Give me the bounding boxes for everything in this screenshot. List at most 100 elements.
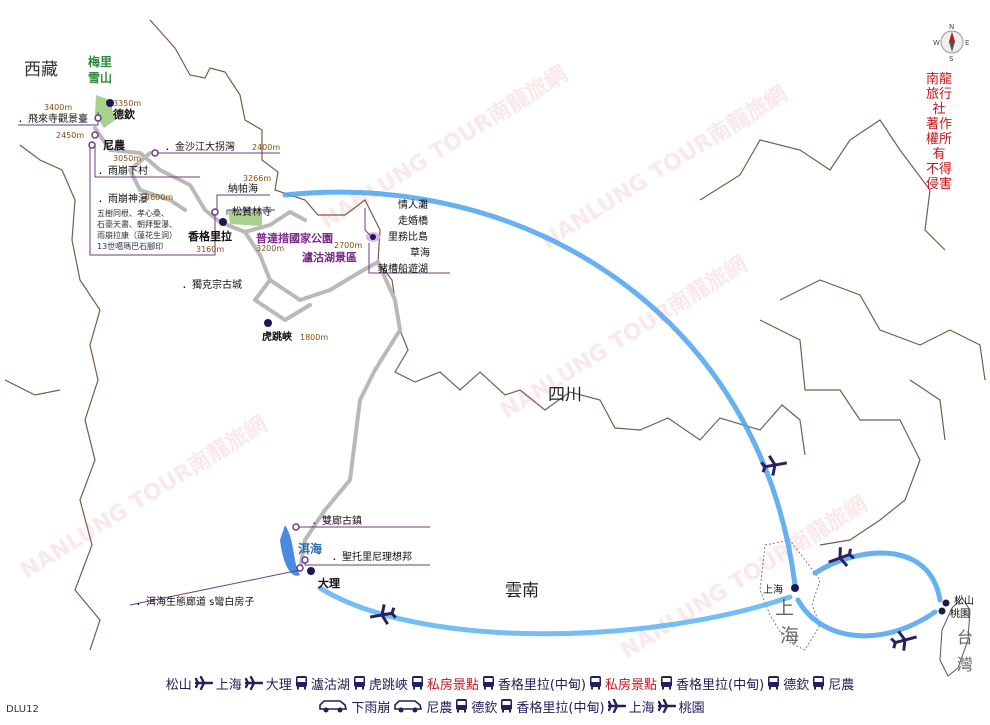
- airplane-icon: [890, 630, 917, 651]
- shanghai-dot: [791, 584, 799, 592]
- santorini-dot: [301, 556, 309, 564]
- erhai-corridor-label: ．洱海生態廊道 s彎白房子: [136, 595, 254, 608]
- bus-icon: [295, 675, 308, 697]
- itinerary-stop: 上海: [215, 678, 242, 693]
- alt-tiger-leaping: 1800m: [300, 333, 328, 342]
- dali-dot: [307, 567, 315, 575]
- itinerary-stop: 私房景點: [426, 678, 479, 693]
- itinerary-stop: 香格里拉(中甸): [516, 701, 605, 716]
- region-sichuan: 四川: [548, 385, 582, 405]
- feilai-dot: [94, 114, 102, 122]
- itinerary-stop: 桃園: [678, 701, 705, 716]
- meili-label-2: 雪山: [88, 70, 112, 85]
- lugu-item-2: 走婚橋: [398, 214, 428, 227]
- bus-icon: [589, 675, 602, 697]
- yubeng-dot: [88, 141, 96, 149]
- alt-deqin: 3350m: [113, 99, 141, 108]
- lugu-item-4: 草海: [410, 246, 430, 259]
- airplane-icon: [194, 675, 213, 697]
- bus-icon: [660, 675, 673, 697]
- itinerary-stop: 松山: [165, 678, 192, 693]
- airplane-icon: [657, 698, 676, 720]
- alt-jinsha: 2400m: [252, 143, 280, 152]
- bus-icon: [455, 698, 468, 720]
- bus-icon: [482, 675, 495, 697]
- itinerary-stop: 尼農: [426, 701, 453, 716]
- alt-napahai: 3266m: [243, 174, 271, 183]
- alt-pudacuo: 3200m: [256, 244, 284, 253]
- itinerary-stop: 下雨崩: [351, 701, 391, 716]
- luguhu-label: 瀘沽湖景區: [302, 250, 357, 264]
- lugu-dot: [370, 234, 376, 240]
- yubeng-detail-2: 石豪天書、朝拜聖瀑、: [97, 219, 177, 229]
- compass-n: N: [949, 23, 954, 31]
- songzanlin-dot: [211, 208, 219, 216]
- alt-yubeng-fall: 3600m: [145, 193, 173, 202]
- shangri-la-label: 香格里拉: [187, 229, 232, 243]
- airplane-icon: [607, 698, 626, 720]
- alt-feilai: 3400m: [44, 103, 72, 112]
- province-borders: [4, 19, 986, 651]
- alt-nongnong: 2450m: [56, 131, 84, 140]
- jinsha-dot: [151, 149, 159, 157]
- corridor-dot: [296, 564, 304, 572]
- itinerary-stop: 瀘沽湖: [310, 678, 350, 693]
- bus-icon: [767, 675, 780, 697]
- plane-markers: [369, 455, 917, 651]
- road-network: [93, 126, 402, 572]
- location-dots: [88, 99, 950, 615]
- copyright-notice: 南龍旅行社 著作權所有 不得侵害: [926, 72, 953, 192]
- yubeng-detail-3: 雨崩拉康（蓮花生洞）: [97, 230, 177, 240]
- compass-icon: N E S W: [933, 23, 969, 63]
- itinerary-stop: 德欽: [783, 678, 810, 693]
- bus-icon: [411, 675, 424, 697]
- santorini-label: ．聖托里尼理想邦: [332, 550, 412, 563]
- airplane-icon: [760, 455, 788, 476]
- itinerary-stop: 私房景點: [605, 678, 658, 693]
- itinerary-line-2: 下雨崩尼農德欽香格里拉(中甸)上海桃園: [70, 698, 950, 720]
- dukezong-label: ．獨克宗古城: [182, 278, 242, 291]
- region-tibet: 西藏: [24, 60, 58, 80]
- itinerary-stop: 虎跳峽: [368, 678, 408, 693]
- feilai-label: ．飛來寺觀景臺: [18, 112, 88, 125]
- erhai-label: 洱海: [298, 541, 322, 556]
- airplane-icon: [369, 604, 397, 625]
- compass-e: E: [965, 39, 969, 47]
- alt-shangri-la: 3160m: [196, 245, 224, 254]
- songzanlin-label: 松贊林寺: [232, 205, 272, 218]
- deqin-dot: [106, 99, 114, 107]
- taoyuan-dot: [938, 607, 946, 615]
- nongnong-label: 尼農: [103, 138, 126, 152]
- tiger-leaping-label: 虎跳峽: [262, 330, 293, 343]
- region-shanghai-2: 海: [780, 625, 799, 647]
- taiwan-island: [939, 597, 971, 677]
- region-taiwan: 台: [957, 628, 973, 647]
- deqin-label: 德欽: [112, 107, 136, 121]
- flight-routes: [282, 189, 943, 639]
- yubeng-detail-4: 13世噶瑪巴石腳印: [97, 241, 163, 251]
- yubeng-village-label: ．雨崩下村: [98, 164, 148, 177]
- airplane-icon: [828, 547, 855, 568]
- shanghai-label: 上海: [763, 583, 783, 596]
- yubeng-detail-1: 五樹同根、孝心桑、: [97, 208, 169, 218]
- itinerary-stop: 香格里拉(中甸): [676, 678, 765, 693]
- shuanglang-dot: [292, 523, 300, 531]
- itinerary-stop: 上海: [628, 701, 655, 716]
- lugu-item-3: 里務比島: [388, 230, 428, 243]
- jinsha-label: ．金沙江大拐灣: [165, 140, 235, 153]
- tiger-leaping-dot: [264, 319, 272, 327]
- alt-yubeng: 3050m: [113, 154, 141, 163]
- compass-w: W: [933, 39, 940, 47]
- itinerary-stop: 尼農: [828, 678, 855, 693]
- lugu-item-5: 豬槽船遊湖: [378, 262, 428, 275]
- airplane-icon: [244, 675, 263, 697]
- tour-code: DLU12: [6, 704, 39, 715]
- dali-label: 大理: [318, 576, 340, 590]
- songshan-dot: [942, 599, 950, 607]
- region-yunnan: 雲南: [505, 581, 539, 601]
- region-shanghai: 上: [775, 597, 794, 619]
- songshan-label: 松山: [954, 594, 974, 607]
- yubeng-fall-label: ．雨崩神瀑: [98, 192, 148, 205]
- bus-icon: [812, 675, 825, 697]
